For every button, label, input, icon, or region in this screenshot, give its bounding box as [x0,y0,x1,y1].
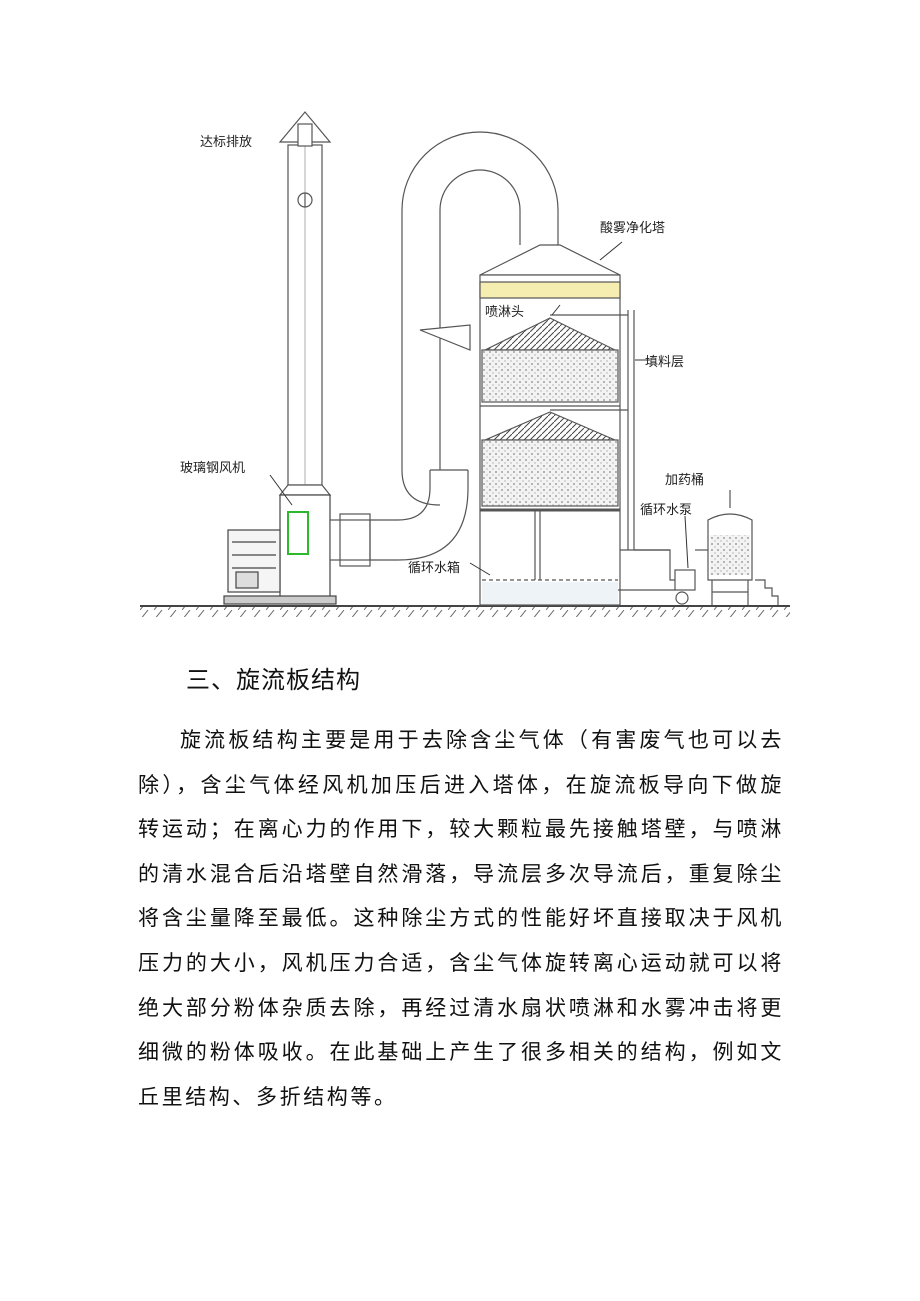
exhaust-stack [278,111,332,496]
spray-piping [550,310,696,605]
label-packing: 填料层 [645,355,684,370]
label-pump: 循环水泵 [640,503,692,518]
leader-lines [269,241,731,576]
scrubber-tower [419,244,621,606]
ground-line [140,605,790,617]
label-spray-head: 喷淋头 [485,305,524,320]
section-paragraph: 旋流板结构主要是用于去除含尘气体（有害废气也可以去除），含尘气体经风机加压后进入… [138,728,784,1109]
crossover-duct [401,131,559,506]
label-exhaust: 达标排放 [200,135,252,150]
dosing-tank [695,513,779,605]
inlet-duct [329,469,469,567]
fan-unit [223,494,337,605]
label-dosing-tank: 加药桶 [665,473,704,488]
acid-mist-scrubber-diagram: 达标排放 酸雾净化塔 喷淋头 填料层 玻璃钢风机 加药桶 循环水泵 循环水箱 [140,111,790,617]
label-fan: 玻璃钢风机 [180,461,245,476]
label-tower: 酸雾净化塔 [600,221,665,236]
section-heading: 三、旋流板结构 [186,666,361,694]
label-water-tank: 循环水箱 [408,560,460,576]
